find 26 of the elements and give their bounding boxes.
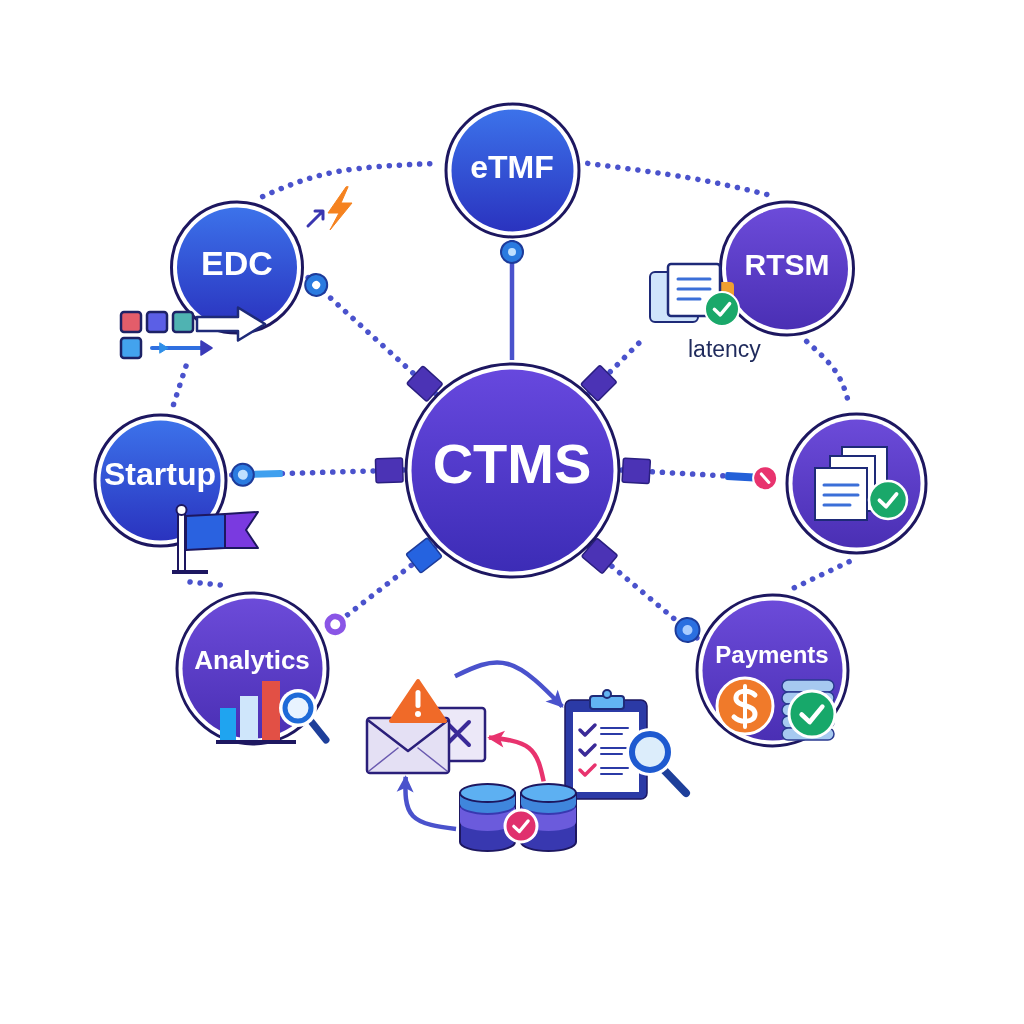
node-label: RTSM — [744, 247, 830, 281]
clipboard-checklist-icon — [564, 689, 692, 800]
node-label: CTMS — [432, 433, 592, 495]
system-circle — [92, 412, 260, 575]
curved-arrow — [454, 660, 564, 709]
envelope-warning-icon — [365, 678, 487, 775]
dotted-connector — [304, 272, 444, 403]
annotation-label: latency — [688, 337, 761, 363]
dotted-connector — [228, 457, 407, 487]
dotted-connector — [584, 160, 771, 198]
database-check-icon — [458, 783, 578, 853]
node-label: eTMF — [470, 150, 554, 186]
system-circle — [119, 199, 305, 360]
dotted-connector — [791, 558, 852, 591]
node-label: EDC — [201, 245, 273, 283]
system-circle — [649, 199, 856, 337]
system-circle — [784, 411, 928, 555]
system-circle — [443, 101, 581, 239]
curved-arrow — [487, 730, 546, 782]
node-label: Analytics — [194, 645, 310, 675]
curved-arrow — [396, 775, 457, 832]
node-label: Payments — [715, 641, 829, 669]
dotted-connector — [580, 537, 701, 643]
hub-circle — [403, 361, 621, 579]
dotted-connector — [322, 536, 443, 638]
node-label: Startup — [104, 457, 216, 493]
